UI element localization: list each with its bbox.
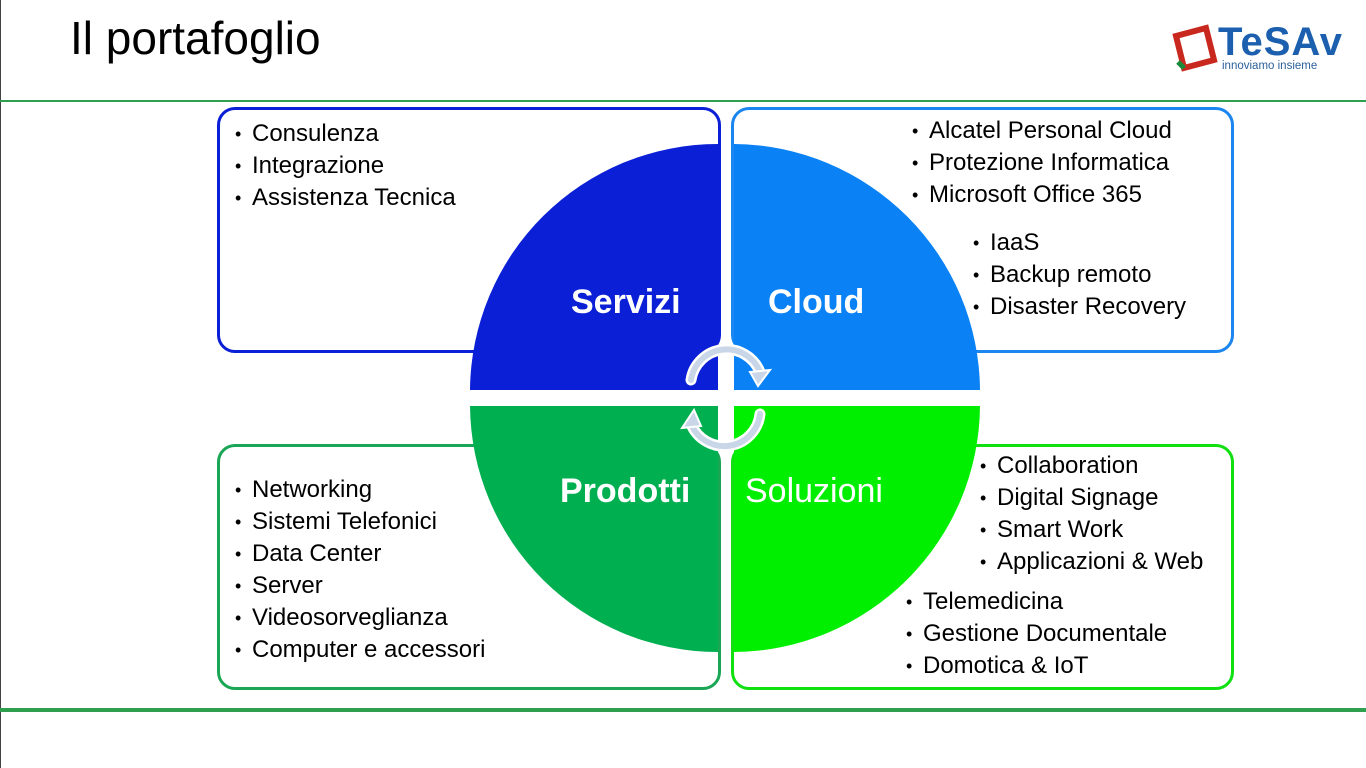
list-item: Smart Work [980, 514, 1203, 546]
list-item: Data Center [235, 538, 485, 570]
soluzioni-list-1: Collaboration Digital Signage Smart Work… [980, 450, 1203, 578]
slide-title: Il portafoglio [70, 12, 321, 64]
cloud-label: Cloud [768, 283, 865, 321]
list-item: Microsoft Office 365 [912, 179, 1172, 211]
cloud-list-2: IaaS Backup remoto Disaster Recovery [973, 227, 1186, 323]
list-item: Videosorveglianza [235, 602, 485, 634]
footer-divider [0, 708, 1366, 712]
logo-tagline: innoviamo insieme [1222, 60, 1318, 72]
list-item: Digital Signage [980, 482, 1203, 514]
list-item: Computer e accessori [235, 634, 485, 666]
company-logo: TeSAv innoviamo insieme [1170, 20, 1360, 76]
list-item: Backup remoto [973, 259, 1186, 291]
header-divider [0, 100, 1366, 102]
logo-wordmark: TeSAv [1218, 20, 1344, 64]
list-item: Domotica & IoT [906, 650, 1167, 682]
list-item: Assistenza Tecnica [235, 182, 456, 214]
servizi-list: Consulenza Integrazione Assistenza Tecni… [235, 118, 456, 214]
logo-square-icon [1172, 24, 1218, 72]
list-item: Protezione Informatica [912, 147, 1172, 179]
list-item: Gestione Documentale [906, 618, 1167, 650]
servizi-label: Servizi [571, 283, 681, 321]
list-item: Telemedicina [906, 586, 1167, 618]
list-item: IaaS [973, 227, 1186, 259]
list-item: Sistemi Telefonici [235, 506, 485, 538]
prodotti-list: Networking Sistemi Telefonici Data Cente… [235, 474, 485, 666]
list-item: Server [235, 570, 485, 602]
list-item: Consulenza [235, 118, 456, 150]
prodotti-label: Prodotti [560, 472, 691, 510]
cycle-arrows-icon [679, 343, 773, 452]
list-item: Collaboration [980, 450, 1203, 482]
list-item: Alcatel Personal Cloud [912, 115, 1172, 147]
list-item: Applicazioni & Web [980, 546, 1203, 578]
list-item: Disaster Recovery [973, 291, 1186, 323]
soluzioni-label: Soluzioni [745, 472, 883, 510]
list-item: Networking [235, 474, 485, 506]
slide-left-border [0, 0, 1, 768]
cloud-list-1: Alcatel Personal Cloud Protezione Inform… [912, 115, 1172, 211]
list-item: Integrazione [235, 150, 456, 182]
soluzioni-list-2: Telemedicina Gestione Documentale Domoti… [906, 586, 1167, 682]
